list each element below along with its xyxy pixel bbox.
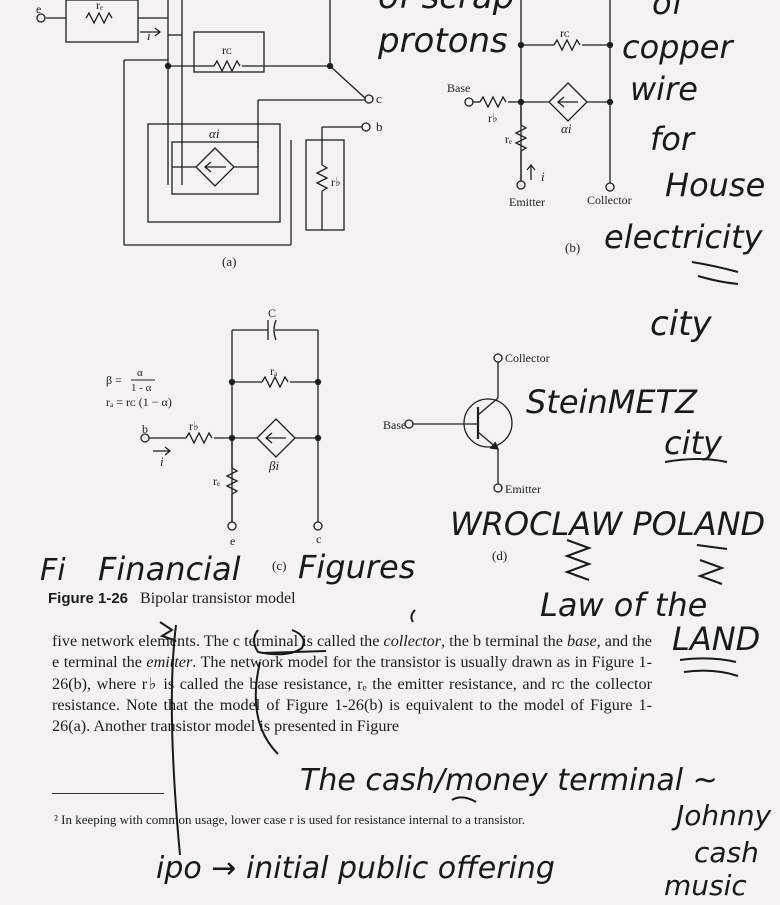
hw-protons: protons	[377, 21, 508, 61]
c-current-label: i	[160, 454, 164, 469]
panel-d-label: (d)	[492, 548, 507, 563]
panel-c-label: (c)	[272, 558, 286, 573]
c-terminal-c: c	[316, 532, 321, 546]
term-base: base	[567, 632, 597, 650]
b-collector-label: Collector	[587, 193, 632, 207]
panel-a-label: (a)	[222, 254, 236, 269]
body-segment-4: . The network model for the transistor i…	[52, 653, 652, 736]
hw-law-of-the: Law of the	[540, 586, 707, 624]
c-beta-num: α	[137, 367, 143, 379]
figure-caption-text: Bipolar transistor model	[140, 590, 296, 607]
c-beta-den: 1 - α	[131, 382, 152, 394]
body-segment-1: five network elements. The c terminal is…	[52, 632, 384, 650]
b-re-label: rₑ	[505, 132, 512, 146]
c-source-label: βi	[268, 458, 279, 473]
hw-for: for	[650, 120, 696, 158]
a-terminal-c: c	[376, 91, 382, 106]
a-source-label: αi	[209, 126, 220, 141]
a-rb-label: r♭	[331, 175, 341, 189]
body-segment-2: , the b terminal the	[441, 632, 567, 650]
hw-music: music	[664, 869, 747, 902]
hw-steinmetz: SteinMETZ	[526, 383, 698, 421]
figure-caption: Figure 1-26 Bipolar transistor model	[48, 590, 296, 608]
c-terminal-e: e	[230, 534, 235, 548]
c-re-label: rₑ	[213, 474, 220, 488]
hw-cash-terminal: The cash/money terminal ~	[300, 763, 718, 798]
a-terminal-e: e	[36, 2, 41, 16]
hw-ipo: ipo → initial public offering	[156, 851, 555, 886]
body-segment-3: , and the e terminal the	[52, 632, 652, 672]
a-rc-label: rᴄ	[222, 43, 232, 57]
a-re-label: rₑ	[96, 0, 103, 12]
b-emitter-label: Emitter	[509, 195, 545, 209]
term-emitter: emitter	[146, 653, 193, 672]
c-capacitor-label: C	[268, 306, 276, 320]
hw-johnny: Johnny	[671, 799, 772, 832]
hw-cash: cash	[694, 836, 759, 869]
hw-of-scrap: of scrap	[378, 0, 514, 17]
hw-city-2: city	[664, 424, 723, 462]
c-rb-label: r♭	[189, 419, 199, 433]
d-base-label: Base	[383, 418, 406, 432]
hw-fi: Fi	[40, 553, 66, 588]
b-source-label: αi	[561, 121, 572, 136]
b-current-label: i	[541, 169, 545, 184]
pen-marks	[159, 261, 739, 856]
hw-of: of	[652, 0, 688, 22]
footnote: ² In keeping with common usage, lower ca…	[54, 812, 526, 827]
figure-caption-label: Figure 1-26	[48, 590, 129, 607]
hw-land: LAND	[672, 620, 760, 658]
hw-figures: Figures	[298, 548, 415, 586]
a-terminal-b: b	[376, 119, 383, 134]
footnote-rule	[52, 793, 164, 794]
panel-b-label: (b)	[565, 240, 580, 255]
hw-wroclaw-poland: WROCLAW POLAND	[450, 505, 765, 543]
hw-copper: copper	[622, 28, 734, 66]
hw-financial: Financial	[98, 550, 241, 588]
hw-wire: wire	[630, 70, 698, 108]
b-rc-label: rᴄ	[560, 26, 570, 40]
d-collector-label: Collector	[505, 351, 550, 365]
c-beta-lhs: β =	[106, 373, 122, 387]
body-paragraph: five network elements. The c terminal is…	[52, 631, 652, 737]
term-collector: collector	[383, 632, 442, 650]
c-rd-label: rₐ	[270, 364, 278, 378]
a-current-label: i	[147, 28, 151, 43]
c-terminal-b: b	[142, 422, 148, 436]
b-rb-label: r♭	[488, 111, 498, 125]
hw-electricity: electricity	[604, 218, 763, 256]
hw-house: House	[665, 166, 765, 204]
d-emitter-label: Emitter	[505, 482, 541, 496]
b-base-label: Base	[447, 81, 470, 95]
c-rd-eq: rₐ = rᴄ (1 − α)	[106, 395, 172, 409]
hw-city-1: city	[650, 304, 712, 344]
